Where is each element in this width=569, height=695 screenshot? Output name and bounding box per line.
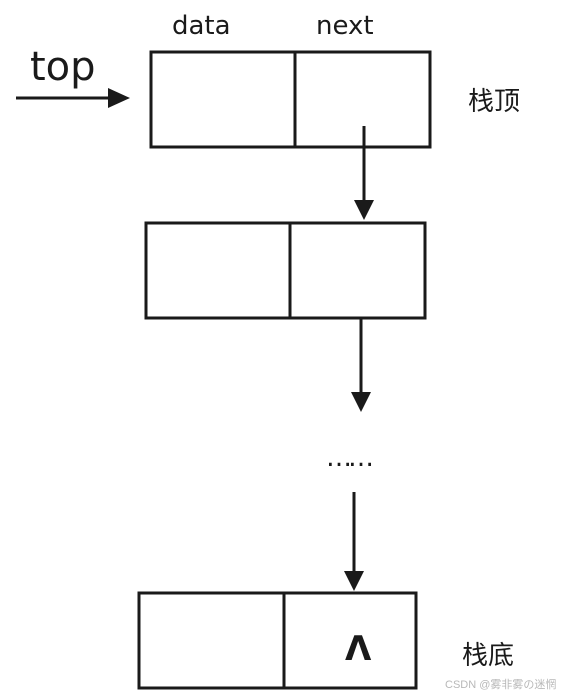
bottom-node <box>137 591 418 690</box>
stack-bottom-label: 栈底 <box>462 641 514 671</box>
next-pointer-arrow-1 <box>354 126 374 220</box>
next-column-label: next <box>316 11 374 41</box>
top-pointer-arrow <box>16 88 130 108</box>
watermark: CSDN @雾非雾の迷惘 <box>445 677 556 691</box>
next-pointer-arrow-2 <box>351 318 371 412</box>
top-node <box>149 50 432 149</box>
next-pointer-arrow-3 <box>344 492 364 591</box>
top-node-box <box>149 50 432 149</box>
ellipsis: …… <box>326 443 371 473</box>
bottom-node-box <box>137 591 418 690</box>
data-column-label: data <box>172 11 231 41</box>
second-node-box <box>144 221 427 320</box>
top-pointer-label: top <box>30 44 96 90</box>
null-pointer-symbol: Λ <box>345 629 372 669</box>
stack-top-label: 栈顶 <box>468 87 520 117</box>
second-node <box>144 221 427 320</box>
